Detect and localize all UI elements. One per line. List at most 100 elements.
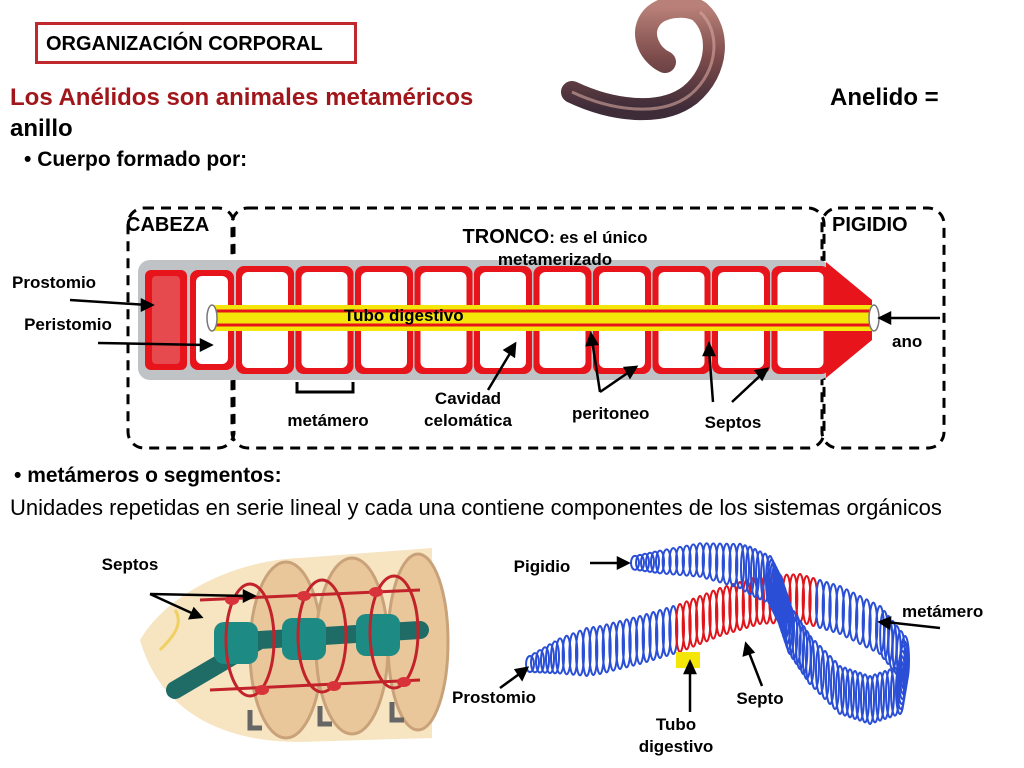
- body-ring: [815, 579, 825, 629]
- body-ring: [630, 554, 640, 571]
- pigidio-label: PIGIDIO: [832, 214, 908, 236]
- body-ring: [850, 670, 860, 720]
- ano-label: ano: [892, 332, 923, 351]
- body-ring: [601, 623, 612, 674]
- body-ring: [835, 665, 845, 715]
- body-ring: [855, 671, 865, 722]
- body-ring: [635, 615, 645, 665]
- body-ring: [868, 601, 879, 652]
- br-prostomio-label: Prostomio: [452, 688, 537, 707]
- body-ring: [708, 542, 719, 582]
- body-ring: [575, 629, 585, 677]
- body-ring: [895, 665, 905, 715]
- gut-tube: [210, 305, 874, 331]
- arrow-icon: [499, 555, 941, 712]
- body-ring: [885, 668, 895, 719]
- bullet-metameros-text: metámeros o segmentos:: [27, 464, 282, 487]
- tronco-title: TRONCO: [462, 226, 550, 248]
- body-ring: [865, 675, 875, 725]
- body-ring: [740, 544, 750, 593]
- metamero-ring: [695, 595, 705, 645]
- metamero-ring: [708, 589, 719, 640]
- body-ring: [595, 625, 605, 675]
- bl-septos-label: Septos: [101, 555, 159, 574]
- body-ring: [681, 544, 692, 577]
- cabeza-region: [126, 206, 236, 450]
- body-ring: [568, 632, 579, 676]
- metamero-ring: [681, 600, 692, 651]
- body-ring: [555, 637, 565, 675]
- br-pigidio-label: Pigidio: [513, 557, 571, 576]
- body-ring: [525, 655, 535, 673]
- body-ring: [841, 588, 852, 639]
- br-tubo-label: Tubo digestivo: [638, 715, 714, 756]
- bullet-metameros: • metámeros o segmentos:: [14, 464, 282, 487]
- section-title: ORGANIZACIÓN CORPORAL: [46, 33, 323, 55]
- body-ring: [820, 650, 830, 700]
- body-ring: [645, 551, 655, 573]
- tubo-digestivo-label: Tubo digestivo: [344, 306, 464, 325]
- section-title-box: ORGANIZACIÓN CORPORAL: [35, 22, 357, 64]
- septos-label: Septos: [704, 413, 762, 432]
- body-ring: [540, 646, 550, 674]
- body-ring: [830, 660, 840, 710]
- body-ring: [840, 666, 850, 717]
- etymology-continued: anillo: [10, 115, 73, 142]
- br-metamero-label: metámero: [902, 602, 984, 621]
- body-ring: [550, 640, 560, 675]
- body-ring: [848, 591, 859, 642]
- body-ring: [765, 555, 775, 605]
- body-ring: [588, 626, 599, 676]
- body-ring: [668, 547, 679, 576]
- body-ring: [701, 542, 712, 580]
- metameros-description: Unidades repetidas en serie lineal y cad…: [10, 495, 942, 520]
- body-ring: [875, 671, 885, 722]
- metamero-ring: [715, 587, 725, 637]
- bullet-text: Cuerpo formado por:: [37, 148, 248, 171]
- main-heading: Los Anélidos son animales metaméricos: [10, 84, 474, 111]
- body-ring: [890, 666, 900, 717]
- body-ring: [608, 621, 619, 672]
- body-ring: [661, 548, 672, 575]
- metamero-ring: [728, 583, 739, 633]
- body-ring: [661, 607, 672, 657]
- body-ring: [628, 616, 639, 667]
- body-ring: [648, 611, 659, 661]
- metamero-ring: [801, 575, 812, 625]
- body-ring: [745, 545, 755, 596]
- body-ring: [688, 543, 699, 578]
- metamero-ring: [688, 597, 699, 648]
- body-ring: [655, 609, 665, 659]
- tronco-label: TRONCO: es el único metamerizado: [420, 226, 690, 271]
- prostomio-label: Prostomio: [12, 273, 97, 292]
- body-ring: [815, 645, 825, 695]
- cabeza-label: CABEZA: [126, 214, 210, 236]
- body-ring: [635, 553, 645, 572]
- metamero-ring: [701, 592, 712, 643]
- metamero-ring: [808, 577, 819, 627]
- body-ring: [545, 643, 555, 675]
- body-ring: [668, 605, 679, 655]
- body-ring: [735, 542, 745, 590]
- peristomio-label: Peristomio: [24, 315, 112, 334]
- tronco-description: : es el único metamerizado: [497, 228, 648, 269]
- body-ring: [821, 581, 832, 631]
- body-ring: [581, 627, 592, 677]
- body-ring: [655, 549, 665, 575]
- body-ring: [750, 548, 760, 598]
- body-ring: [650, 550, 660, 574]
- body-ring: [615, 620, 625, 670]
- body-ring: [855, 595, 865, 645]
- body-ring: [621, 618, 632, 669]
- body-ring: [561, 634, 572, 676]
- body-ring: [880, 670, 890, 720]
- body-ring: [870, 673, 880, 724]
- body-ring: [530, 652, 540, 674]
- body-ring: [535, 649, 545, 674]
- etymology-label: Anelido =: [830, 84, 939, 111]
- body-ring: [760, 552, 770, 603]
- br-septo-label: Septo: [736, 689, 784, 708]
